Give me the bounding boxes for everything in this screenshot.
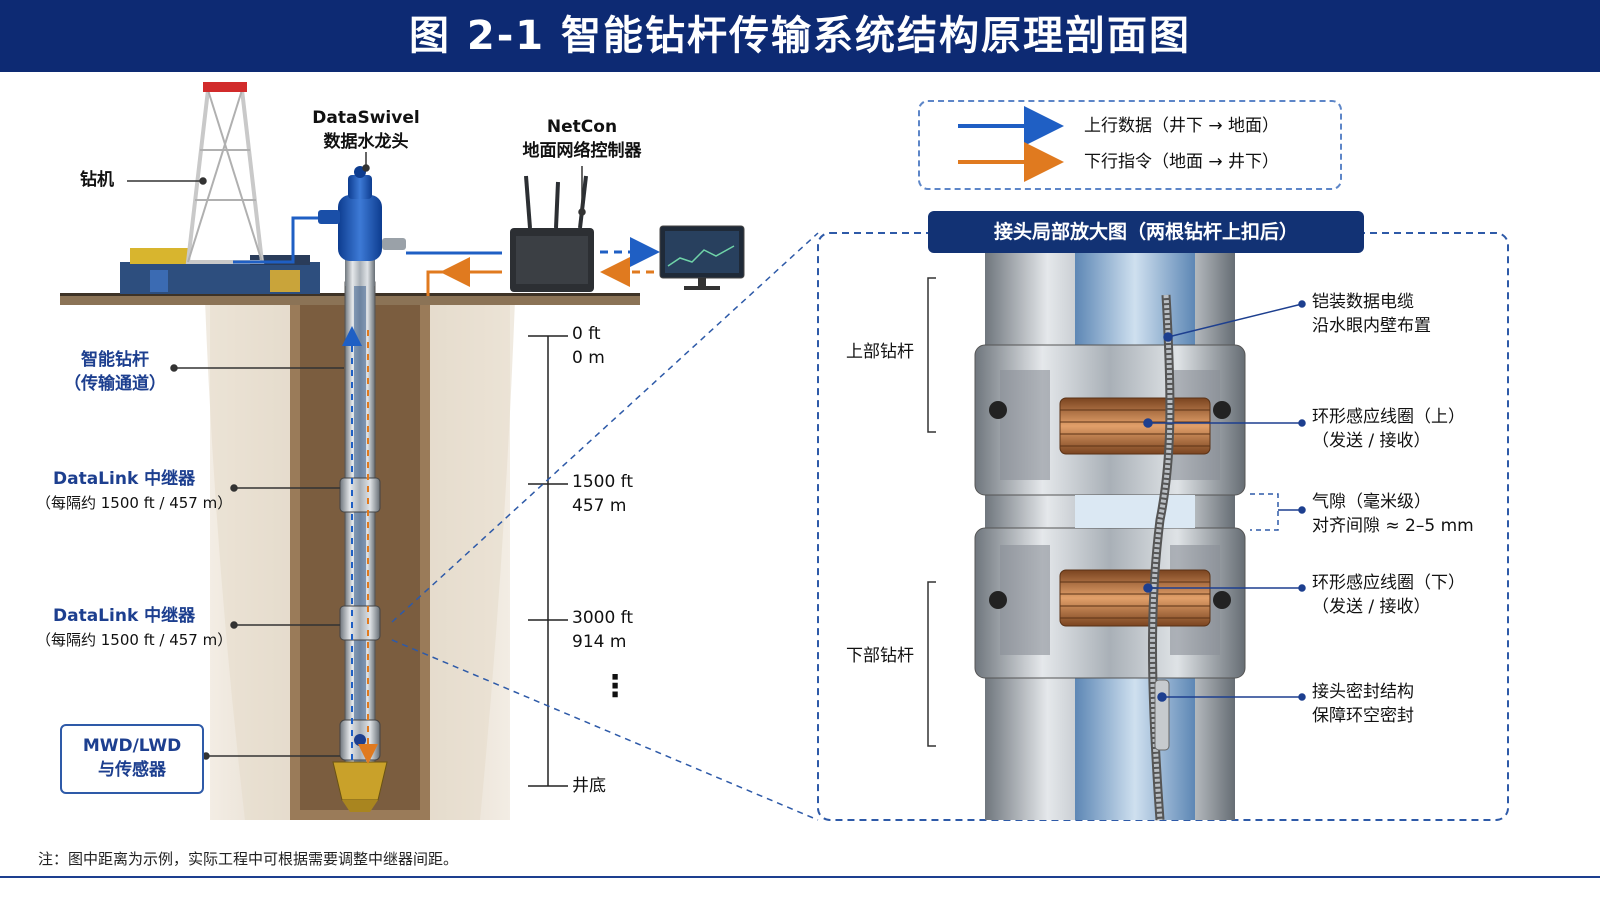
legend-arrows — [958, 106, 1064, 182]
depth-tick-0-m: 0 m — [572, 348, 605, 368]
cable-label-2: 沿水眼内壁布置 — [1312, 316, 1431, 336]
joint-cross-section — [974, 253, 1246, 821]
pipe-label-1: 智能钻杆 — [81, 350, 149, 370]
depth-tick-2-m: 914 m — [572, 632, 627, 652]
netcon-name: NetCon — [546, 117, 618, 137]
upper-pipe-label: 上部钻杆 — [846, 342, 914, 362]
lower-pipe-label: 下部钻杆 — [846, 646, 914, 666]
repeater-1-name: DataLink 中继器 — [53, 469, 196, 489]
zoom-projection — [391, 232, 819, 821]
depth-tick-1-ft: 1500 ft — [572, 472, 634, 492]
depth-scale-axis — [528, 335, 568, 787]
coil-down-label-2: （发送 / 接收） — [1312, 597, 1431, 617]
mwd-box: MWD/LWD 与传感器 — [60, 724, 204, 794]
legend-box: 上行数据（井下 → 地面） 下行指令（地面 → 井下） — [918, 100, 1342, 190]
monitor — [659, 225, 745, 290]
swivel-desc: 数据水龙头 — [323, 132, 409, 152]
coil-up-label-2: （发送 / 接收） — [1312, 431, 1431, 451]
coil-up-label-1: 环形感应线圈（上） — [1312, 407, 1465, 427]
legend-uplink: 上行数据（井下 → 地面） — [1084, 116, 1280, 136]
page-title: 图 2-1 智能钻杆传输系统结构原理剖面图 — [408, 13, 1192, 59]
pipe-label-2: （传输通道） — [64, 374, 166, 394]
depth-ellipsis: ⋮ — [600, 669, 630, 704]
depth-bottom: 井底 — [572, 776, 606, 796]
rig-label: 钻机 — [80, 170, 114, 190]
footnote: 注：图中距离为示例，实际工程中可根据需要调整中继器间距。 — [38, 850, 459, 868]
dataswivel — [318, 166, 406, 286]
legend-downlink: 下行指令（地面 → 井下） — [1084, 152, 1280, 172]
left-leaders — [127, 152, 586, 760]
repeater-1-desc: （每隔约 1500 ft / 457 m） — [36, 494, 233, 512]
zoom-brackets — [927, 277, 1279, 747]
depth-tick-0-ft: 0 ft — [572, 324, 601, 344]
repeater-2-name: DataLink 中继器 — [53, 606, 196, 626]
netcon-controller — [510, 175, 594, 292]
coil-down-label-1: 环形感应线圈（下） — [1312, 573, 1465, 593]
surface-links — [233, 216, 660, 296]
depth-tick-2-ft: 3000 ft — [572, 608, 634, 628]
header-bar: 图 2-1 智能钻杆传输系统结构原理剖面图 — [0, 0, 1600, 72]
bottom-rule — [0, 876, 1600, 878]
cable-label-1: 铠装数据电缆 — [1312, 292, 1414, 312]
zoom-leaders — [1143, 300, 1306, 702]
netcon-desc: 地面网络控制器 — [522, 141, 642, 161]
mwd-label-1: MWD/LWD — [82, 736, 182, 756]
gap-label-2: 对齐间隙 ≈ 2–5 mm — [1312, 516, 1474, 536]
gap-label-1: 气隙（毫米级） — [1312, 492, 1431, 512]
seal-label-1: 接头密封结构 — [1312, 682, 1414, 702]
seal-label-2: 保障环空密封 — [1312, 706, 1414, 726]
repeater-2-desc: （每隔约 1500 ft / 457 m） — [36, 631, 233, 649]
mwd-label-2: 与传感器 — [98, 760, 166, 780]
depth-tick-1-m: 457 m — [572, 496, 627, 516]
swivel-name: DataSwivel — [312, 108, 420, 128]
zoom-title: 接头局部放大图（两根钻杆上扣后） — [928, 211, 1364, 253]
drill-string — [332, 281, 388, 812]
